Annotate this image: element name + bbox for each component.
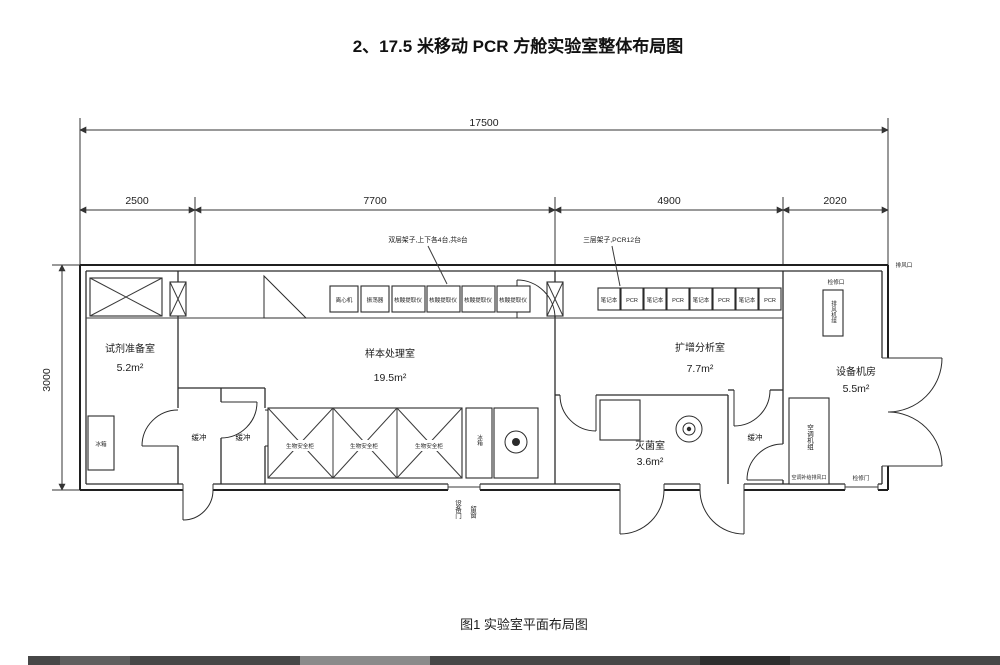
dim-seg-1: 2500 xyxy=(125,195,149,207)
small-labels: 缓冲 缓冲 缓冲 设备门 留窗 检修口 排风口 检修门 xyxy=(192,261,913,520)
equipment-circle-dot xyxy=(512,438,520,446)
dim-seg-3: 4900 xyxy=(657,195,681,207)
page-title: 2、17.5 米移动 PCR 方舱实验室整体布局图 xyxy=(353,36,684,56)
biosafety-label-2: 生物安全柜 xyxy=(350,442,378,450)
room-labels: 试剂准备室 5.2m² 样本处理室 19.5m² 扩增分析室 7.7m² 灭菌室… xyxy=(105,341,876,468)
centrifuge-label: 离心机 xyxy=(336,296,353,304)
bsc-label-bg xyxy=(345,440,384,451)
shaker-label: 振荡器 xyxy=(367,296,384,304)
pcr-row-label-4: PCR xyxy=(672,298,684,304)
buffer-label-3: 缓冲 xyxy=(748,432,763,442)
rack-double-annotation: 双层架子,上下各4台,共8台 xyxy=(388,235,468,244)
biosafety-label-3: 生物安全柜 xyxy=(415,442,443,450)
bsc-label-bg xyxy=(281,440,320,451)
biosafety-label-1: 生物安全柜 xyxy=(286,442,314,450)
amplification-bench-equipment: 笔记本 PCR 笔记本 PCR 笔记本 PCR 笔记本 PCR xyxy=(597,287,782,311)
fridge-label-center: 冰箱 xyxy=(476,433,483,447)
pcr-row-label-1: 笔记本 xyxy=(601,296,618,304)
figure-caption: 图1 实验室平面布局图 xyxy=(460,617,588,632)
hvac-vent-label: 空调补给排风口 xyxy=(791,474,826,481)
exhaust-label: 排风机组 xyxy=(830,300,837,324)
fridge-box-left xyxy=(87,415,115,471)
fridge-box-center xyxy=(465,407,493,479)
dim-label-bg xyxy=(456,115,512,129)
access-port-label: 检修口 xyxy=(828,278,845,286)
room-sterilization-area: 3.6m² xyxy=(637,456,664,468)
window-label: 留窗 xyxy=(469,504,477,520)
hvac-label: 空调机组 xyxy=(806,423,814,451)
dim-height: 3000 xyxy=(41,368,53,392)
equipment-circle xyxy=(504,430,528,454)
dimension-lines: 17500 2500 7700 4900 2020 3000 xyxy=(41,115,889,491)
room-sterilization-name: 灭菌室 xyxy=(635,439,665,452)
fridge-label-left: 冰箱 xyxy=(95,440,107,448)
bottom-bar xyxy=(28,656,1000,665)
extractor-label-3: 核酸提取仪 xyxy=(464,296,492,304)
rack-triple-annotation: 三层架子,PCR12台 xyxy=(583,235,641,244)
room-equipment-name: 设备机房 xyxy=(836,365,876,378)
room-reagent-name: 试剂准备室 xyxy=(105,342,155,355)
outer-walls xyxy=(79,264,889,491)
sample-bench-equipment: 离心机 振荡器 核酸提取仪 核酸提取仪 核酸提取仪 核酸提取仪 xyxy=(329,285,531,313)
room-amplification-name: 扩增分析室 xyxy=(675,341,725,354)
bsc-label-bg xyxy=(410,440,449,451)
pcr-row-label-6: PCR xyxy=(718,298,730,304)
buffer-label-1: 缓冲 xyxy=(192,432,207,442)
pcr-row-label-7: 笔记本 xyxy=(739,296,756,304)
dim-seg-2: 7700 xyxy=(363,195,387,207)
exhaust-box xyxy=(822,289,844,337)
room-reagent-area: 5.2m² xyxy=(117,362,144,374)
hvac-box xyxy=(788,397,830,485)
access-door-label: 检修门 xyxy=(853,474,870,482)
autoclave-circle xyxy=(675,415,703,443)
room-amplification-area: 7.7m² xyxy=(687,363,714,375)
extractor-label-2: 核酸提取仪 xyxy=(429,296,457,304)
dim-total: 17500 xyxy=(469,117,498,129)
exhaust-port-label: 排风口 xyxy=(896,261,913,269)
interior-walls xyxy=(86,271,784,484)
autoclave-inner xyxy=(682,422,696,436)
extractor-label-1: 核酸提取仪 xyxy=(394,296,422,304)
room-sample-name: 样本处理室 xyxy=(365,347,415,360)
equipment-stand xyxy=(493,407,539,479)
pcr-row-label-5: 笔记本 xyxy=(693,296,710,304)
device-door-label: 设备门 xyxy=(454,498,462,520)
pcr-row-label-3: 笔记本 xyxy=(647,296,664,304)
door-leaf xyxy=(263,274,308,319)
pass-window xyxy=(169,281,564,317)
dim-seg-4: 2020 xyxy=(823,195,847,207)
pcr-row-label-2: PCR xyxy=(626,298,638,304)
room-sample-area: 19.5m² xyxy=(374,372,407,384)
room-equipment-area: 5.5m² xyxy=(843,383,870,395)
buffer-label-2: 缓冲 xyxy=(236,432,251,442)
autoclave-dot xyxy=(686,426,692,432)
fixtures: 冰箱 冰箱 生物安全柜 生物安全柜 生物安全柜 空调机组 空调补给排风口 排风机… xyxy=(87,277,844,485)
pcr-row-label-8: PCR xyxy=(764,298,776,304)
leader-annotations: 双层架子,上下各4台,共8台 三层架子,PCR12台 xyxy=(388,235,641,287)
sterilization-table xyxy=(599,399,641,441)
extractor-label-4: 核酸提取仪 xyxy=(499,296,527,304)
